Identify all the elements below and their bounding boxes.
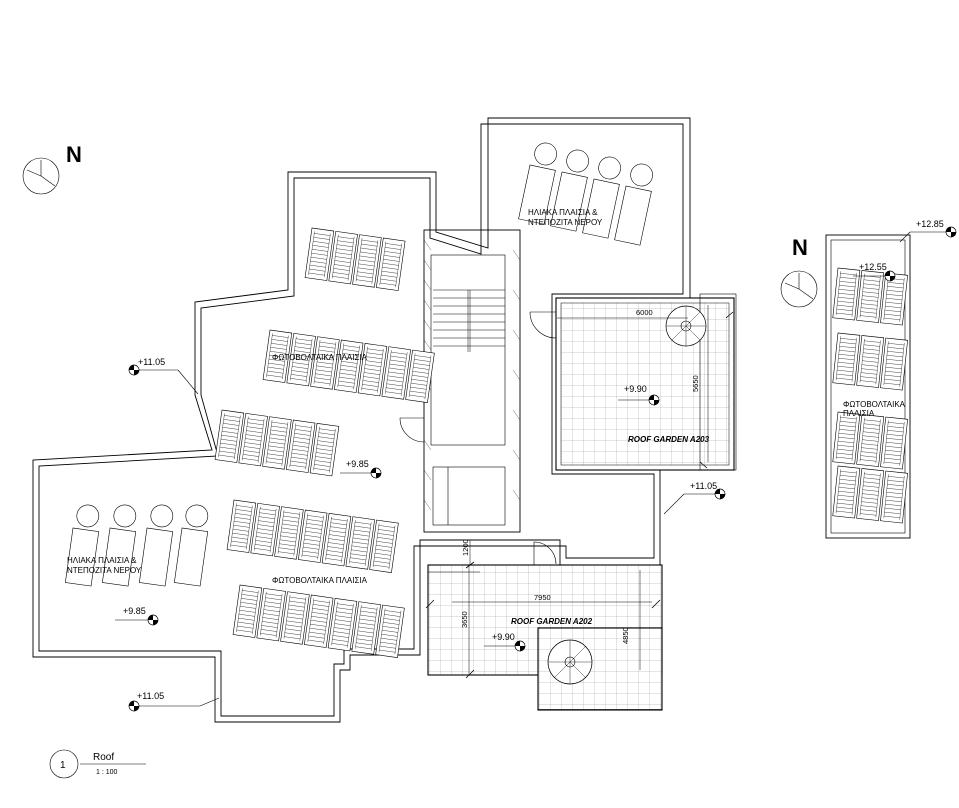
level-marker-985-center: +9.85 [340,459,382,479]
level-marker-990-a203: +9.90 [618,384,660,406]
north-arrow-upper: N [780,235,818,308]
dimension-7950: 7950 [534,593,551,602]
level-marker-1105-left: +11.05 [128,357,199,395]
level-marker-1285: +12.85 [899,219,957,243]
main-roof-outline [32,117,691,723]
label-water-heaters-top-1: ΗΛΙΑΚΑ ΠΛΑΙΣΙΑ & [528,208,598,217]
level-1105-right-text: +11.05 [690,481,717,491]
level-1105-bottom-text: +11.05 [137,691,164,701]
label-pv-panels-upper: ΦΩΤΟΒΟΛΤΑΙΚΑ ΠΛΑΙΣΙΑ [272,353,368,362]
dimension-4850: 4850 [621,627,630,644]
level-1105-left-text: +11.05 [138,357,165,367]
solar-water-heaters-top [518,140,657,246]
label-water-heaters-left-2: ΝΤΕΠΟΖΙΤΑ ΝΕΡΟΥ [67,566,142,575]
level-990-a203-text: +9.90 [624,384,647,394]
level-marker-990-a202: +9.90 [484,632,526,652]
level-marker-1255: +12.55 [853,262,896,282]
dimension-5650: 5650 [691,375,700,392]
roof-garden-a203 [555,293,737,471]
title-number: 1 [60,760,66,771]
label-pv-upper-roof-1: ΦΩΤΟΒΟΛΤΑΙΚΑ [843,400,906,409]
level-marker-1105-bottom: +11.05 [128,691,220,712]
level-990-a202-text: +9.90 [492,632,515,642]
level-marker-985-left: +9.85 [115,606,159,626]
dimension-3650: 3650 [460,611,469,628]
label-roof-garden-a202: ROOF GARDEN A202 [511,617,593,626]
level-1285-text: +12.85 [916,219,944,229]
level-985-left-text: +9.85 [123,606,146,616]
label-water-heaters-top-2: ΝΤΕΠΟΖΙΤΑ ΝΕΡΟΥ [528,218,603,227]
roof-garden-a202 [425,540,663,711]
north-arrow-main: N [22,142,82,195]
label-pv-upper-roof-2: ΠΛΑΙΣΙΑ [843,409,875,418]
dimension-1200: 1200 [461,539,470,556]
level-marker-1105-right: +11.05 [663,481,726,515]
dimension-6000: 6000 [636,308,653,317]
label-water-heaters-left-1: ΗΛΙΑΚΑ ΠΛΑΙΣΙΑ & [67,556,137,565]
north-label-upper: N [792,235,808,260]
pv-panel-array [214,227,435,658]
title-scale: 1 : 100 [96,769,118,776]
level-985-center-text: +9.85 [346,459,369,469]
label-roof-garden-a203: ROOF GARDEN A203 [628,435,710,444]
title-block: 1 Roof 1 : 100 [49,749,146,779]
label-pv-panels-lower: ΦΩΤΟΒΟΛΤΑΙΚΑ ΠΛΑΙΣΙΑ [272,576,368,585]
upper-roof-plan [825,234,911,539]
north-label-main: N [66,142,82,167]
level-1255-text: +12.55 [859,262,887,272]
title-name: Roof [93,752,114,763]
